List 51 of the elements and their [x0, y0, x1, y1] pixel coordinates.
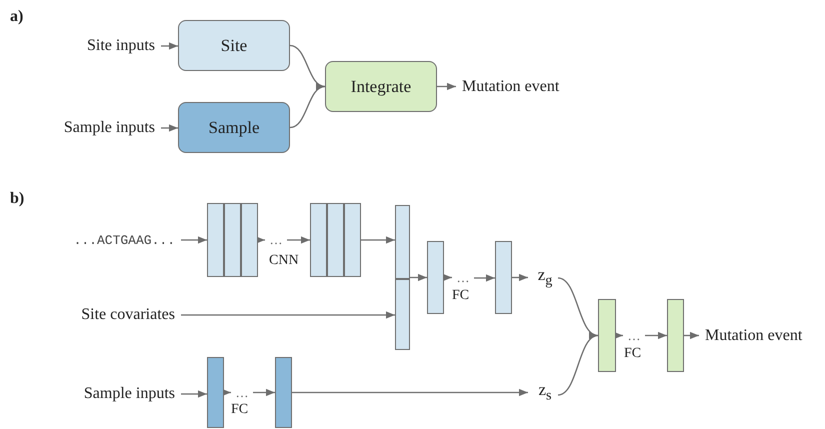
arrow [645, 332, 667, 340]
layer-bar [275, 357, 292, 428]
layer-block [310, 203, 361, 277]
arrow [292, 388, 528, 396]
arrow [181, 390, 207, 398]
node-label: Mutation event [705, 326, 825, 346]
layer-bar [207, 357, 224, 428]
layer-caption: FC [231, 402, 248, 418]
arrow [161, 124, 178, 132]
layer-caption: CNN [269, 253, 299, 269]
latent-variable: z$_{g}$ [534, 264, 556, 290]
node-label: Sample inputs [25, 118, 155, 138]
arrow [161, 42, 178, 50]
arrow [558, 334, 598, 396]
ellipsis: … [622, 328, 646, 342]
process-box: Integrate [325, 61, 437, 112]
layer-bar [495, 241, 512, 314]
node-label: Mutation event [462, 77, 592, 97]
arrow [558, 277, 598, 337]
arrow [410, 274, 427, 282]
layer-block [207, 203, 258, 277]
arrow [442, 274, 452, 282]
arrow [474, 274, 495, 282]
process-box: Sample [178, 102, 290, 153]
arrow [684, 332, 699, 340]
arrow [437, 82, 456, 90]
arrow [181, 311, 395, 319]
process-box: Site [178, 20, 290, 71]
panel-label: a) [10, 8, 24, 26]
arrow [361, 236, 395, 244]
layer-caption: FC [452, 288, 470, 304]
panel-label: b) [10, 190, 24, 208]
sequence-text: ...ACTGAAG... [30, 230, 175, 250]
latent-variable: z$_{s}$ [534, 380, 556, 406]
node-label: Sample inputs [35, 384, 175, 404]
arrow [181, 236, 207, 244]
arrow [287, 236, 310, 244]
arrow [290, 84, 326, 128]
layer-bar [667, 299, 684, 372]
ellipsis: … [451, 271, 475, 285]
layer-bar [427, 241, 444, 314]
arrow [512, 274, 528, 282]
ellipsis: … [264, 233, 288, 247]
layer-bar [598, 299, 616, 372]
arrow [290, 44, 326, 88]
node-label: Site covariates [35, 305, 175, 325]
ellipsis: … [230, 386, 254, 400]
layer-bar [395, 205, 410, 350]
arrow [253, 388, 275, 396]
layer-caption: FC [624, 346, 642, 362]
node-label: Site inputs [55, 36, 155, 56]
